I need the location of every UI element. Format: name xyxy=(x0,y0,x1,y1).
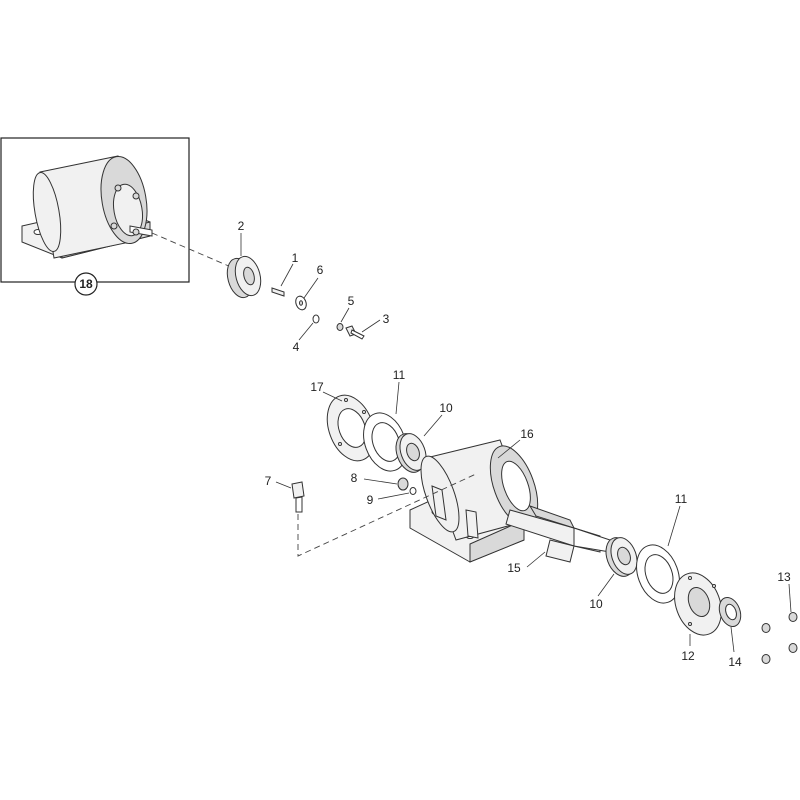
callout-4: 4 xyxy=(293,340,300,354)
bearing-housing xyxy=(409,439,539,563)
callout-16: 16 xyxy=(520,427,534,441)
mounting-bolt xyxy=(291,481,305,513)
end-cover-lower xyxy=(674,572,722,636)
key xyxy=(271,287,285,297)
shaft xyxy=(505,505,611,563)
callout-7: 7 xyxy=(265,474,272,488)
callout-1: 1 xyxy=(292,251,299,265)
motor-shaft-axis xyxy=(151,232,239,271)
callout-17: 17 xyxy=(310,380,324,394)
callout-2: 2 xyxy=(238,219,245,233)
bearing-upper xyxy=(395,433,427,473)
callout-15: 15 xyxy=(507,561,521,575)
bearing-lower xyxy=(605,537,638,577)
callout-11-lower: 11 xyxy=(675,492,688,506)
callout-6: 6 xyxy=(317,263,324,277)
seal xyxy=(718,596,742,628)
washer xyxy=(295,295,307,311)
callout-10-upper: 10 xyxy=(439,401,453,415)
motor-assembly-inset xyxy=(0,137,190,283)
callout-5: 5 xyxy=(348,294,355,308)
callout-11-upper: 11 xyxy=(393,368,406,382)
cover-bolts xyxy=(761,612,798,664)
callout-10-lower: 10 xyxy=(589,597,603,611)
callout-3: 3 xyxy=(383,312,390,326)
callout-8: 8 xyxy=(351,471,358,485)
callout-14: 14 xyxy=(728,655,742,669)
svg-text:18: 18 xyxy=(79,277,93,291)
callout-13: 13 xyxy=(777,570,791,584)
bolt-small xyxy=(345,325,365,340)
gasket-lower xyxy=(636,544,680,604)
lock-washer xyxy=(336,323,344,331)
gasket-upper xyxy=(363,412,407,472)
mounting-bolt-axis xyxy=(297,473,477,557)
plug xyxy=(397,477,409,491)
small-washer xyxy=(312,314,320,324)
pulley xyxy=(226,255,262,299)
grease-fitting xyxy=(409,487,417,495)
callout-18: 18 xyxy=(74,272,98,296)
callout-9: 9 xyxy=(367,493,374,507)
callout-12: 12 xyxy=(681,649,695,663)
